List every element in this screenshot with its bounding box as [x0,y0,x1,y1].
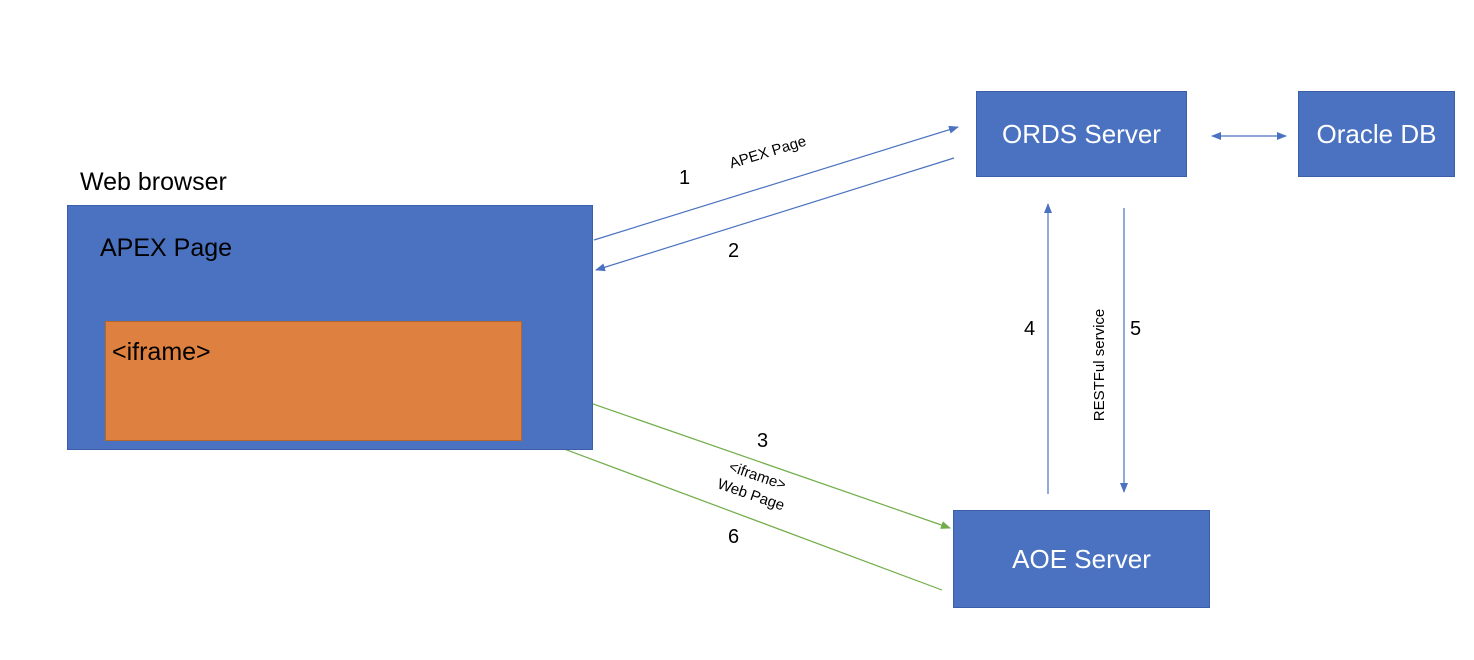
step-5-label: RESTFul service [1091,308,1108,422]
step-3-number: 3 [757,430,769,452]
ords-server-box: ORDS Server [976,91,1187,177]
iframe-label: <iframe> [112,338,211,366]
ords-server-label: ORDS Server [1002,118,1161,149]
arrow-step2 [595,157,955,272]
aoe-server-box: AOE Server [953,510,1210,608]
arrow-step3 [523,379,951,529]
aoe-server-label: AOE Server [1012,543,1151,574]
step-2-number: 2 [728,240,740,262]
arrow-step6 [523,433,943,591]
web-browser-caption: Web browser [80,168,227,196]
oracle-db-label: Oracle DB [1316,118,1437,149]
oracle-db-box: Oracle DB [1298,91,1455,177]
step-5-number: 5 [1130,318,1142,340]
step-6-number: 6 [728,526,740,548]
step-4-number: 4 [1024,318,1036,340]
iframe-box: <iframe> [105,321,522,441]
apex-page-box: APEX Page <iframe> [67,205,593,450]
step-1-number: 1 [679,167,691,189]
arrow-step1 [593,125,959,241]
apex-page-label: APEX Page [100,234,233,262]
